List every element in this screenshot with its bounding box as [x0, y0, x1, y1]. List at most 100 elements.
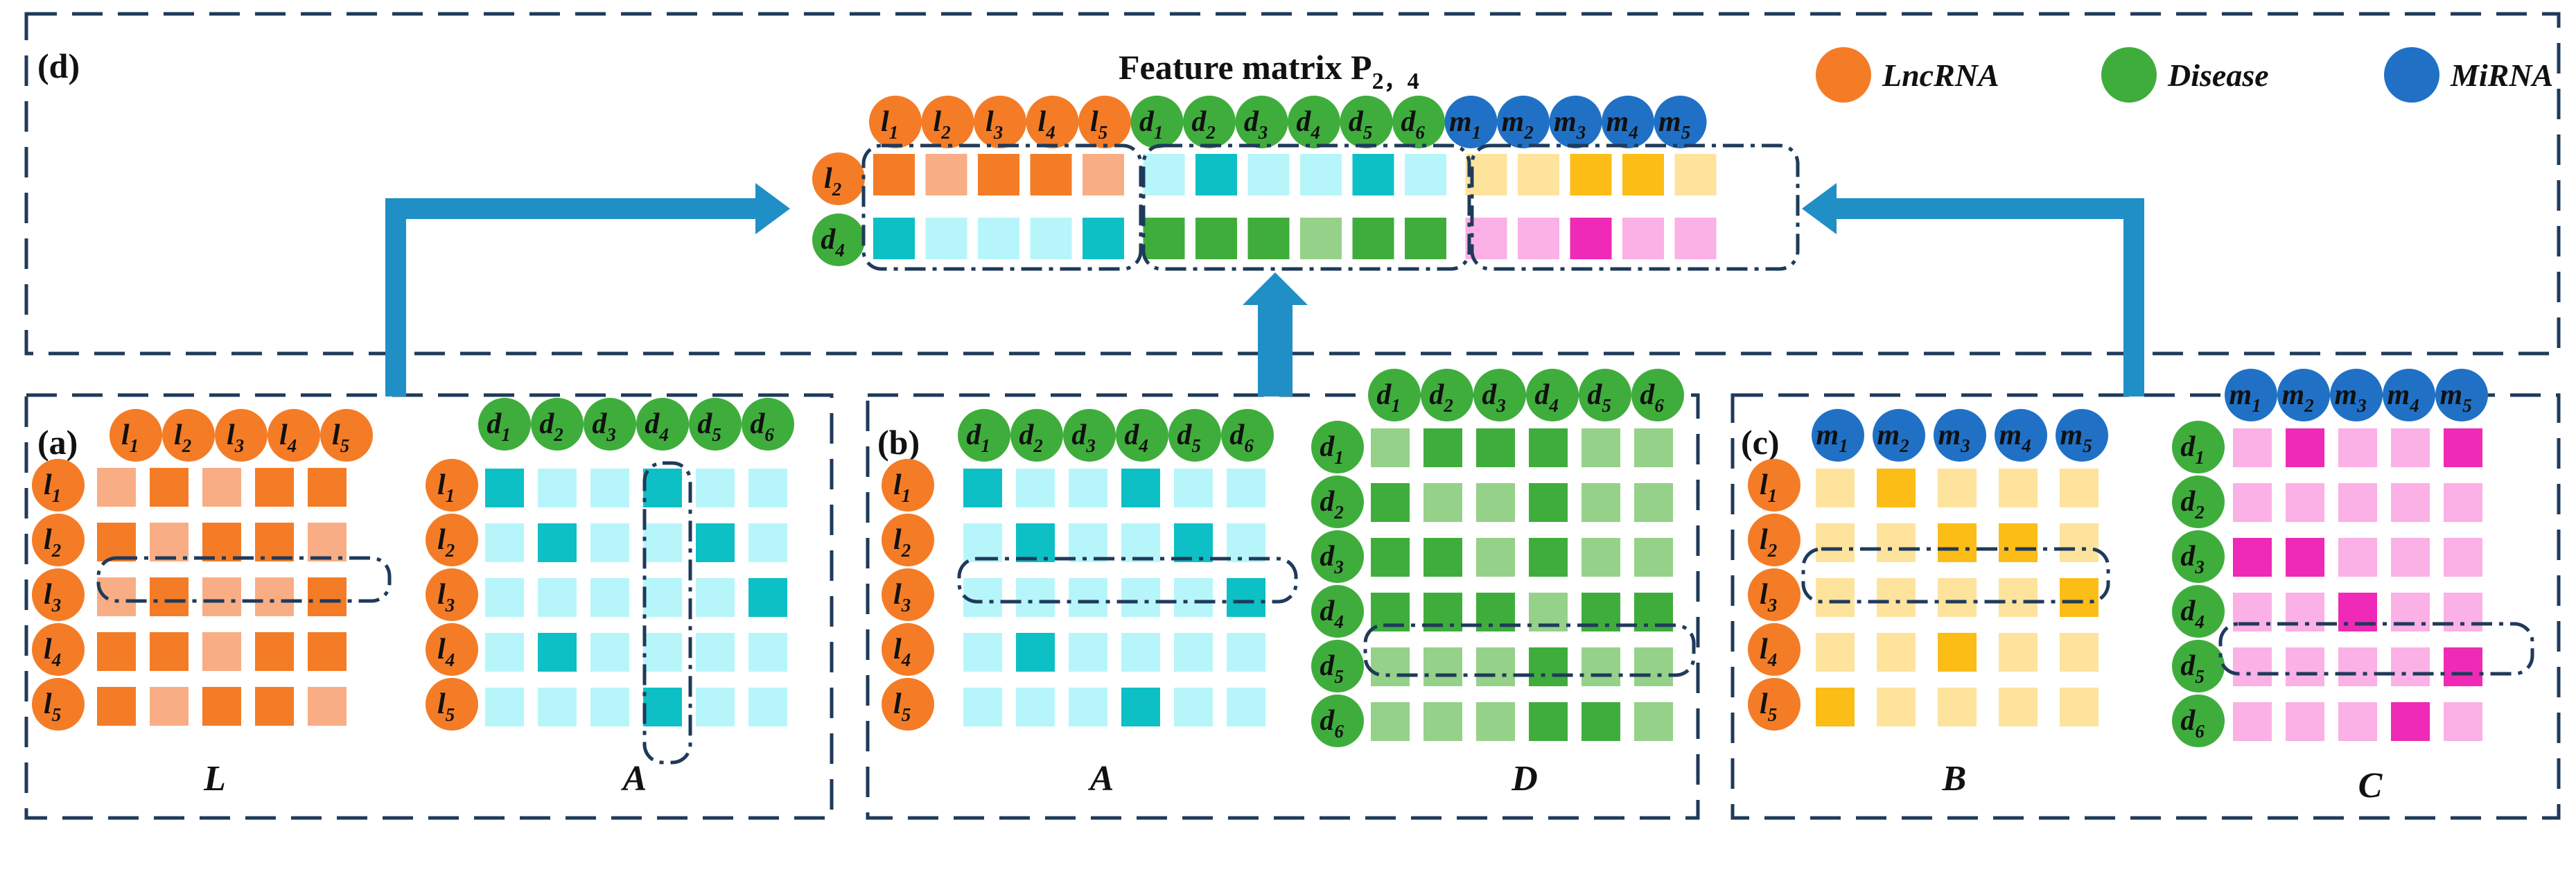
- node-subscript: 2: [51, 540, 62, 561]
- node-letter: d: [1124, 419, 1139, 451]
- matrix-B-cell: [1999, 578, 2038, 617]
- matrix-A-a-cell: [643, 633, 682, 672]
- panel-c-l-node-label: l3: [1760, 579, 1777, 616]
- node-subscript: 2: [1443, 395, 1453, 416]
- lnc-legend-dot: [1816, 47, 1871, 103]
- matrix-A-b-cell: [1016, 633, 1055, 672]
- node-letter: l: [893, 688, 902, 720]
- matrix-B-cell: [1816, 578, 1855, 617]
- node-subscript: 2: [2194, 502, 2205, 523]
- panel-c-m-node: [1995, 409, 2047, 462]
- feature-cell: [1030, 218, 1072, 259]
- node-letter: l: [174, 419, 182, 451]
- node-letter: d: [1320, 595, 1335, 627]
- panel-b-drow-node: [1311, 695, 1364, 747]
- matrix-D-cell: [1423, 538, 1462, 577]
- feature-col-node: [1497, 96, 1550, 148]
- highlight-D-row4: [1363, 623, 1696, 677]
- node-subscript: 4: [1045, 122, 1055, 143]
- node-subscript: 5: [1681, 122, 1691, 143]
- feature-col-node-label: d3: [1244, 106, 1268, 143]
- matrix-D-cell: [1581, 647, 1620, 686]
- matrix-A-a-cell: [643, 688, 682, 726]
- node-subscript: 5: [52, 704, 62, 725]
- panel-a-row-node: [32, 568, 85, 621]
- matrix-A-a-cell: [748, 523, 787, 562]
- matrix-A-a-cell: [485, 688, 524, 726]
- panel-a-d-node-label: d3: [592, 408, 616, 445]
- node-letter: m: [2335, 379, 2358, 411]
- matrix-L-cell: [150, 687, 189, 726]
- node-letter: l: [1760, 469, 1768, 501]
- node-letter: l: [121, 419, 130, 451]
- panel-b-drow-node-label: d5: [1320, 650, 1344, 687]
- node-subscript: 1: [1334, 447, 1344, 468]
- node-subscript: 6: [1244, 435, 1254, 456]
- matrix-C-cell: [2444, 647, 2482, 686]
- matrix-B-cell: [2060, 578, 2099, 617]
- node-letter: l: [44, 579, 52, 611]
- highlight-B-row2: [1801, 547, 2110, 604]
- node-letter: d: [1320, 541, 1335, 573]
- node-letter: d: [1482, 379, 1497, 411]
- matrix-L-cell: [202, 523, 241, 561]
- node-subscript: 2: [553, 424, 563, 445]
- matrix-A-b-cell: [1016, 688, 1055, 726]
- panel-c-drow-node: [2172, 585, 2225, 638]
- panel-b-dcol-node: [1473, 369, 1526, 421]
- matrix-C-cell: [2286, 428, 2324, 467]
- panel-b-d-node-label: d5: [1177, 419, 1201, 456]
- feature-row-node: [812, 152, 865, 205]
- matrix-B-cell: [1938, 578, 1977, 617]
- matrix-C-cell: [2391, 483, 2430, 522]
- node-letter: d: [2180, 541, 2196, 573]
- node-subscript: 3: [606, 424, 616, 445]
- matrix-A-b-cell: [1174, 469, 1213, 507]
- title-main: Feature matrix P: [1119, 48, 1372, 87]
- panel-a-l-node: [426, 514, 478, 566]
- matrix-A-b-cell: [963, 523, 1002, 562]
- node-letter: l: [44, 634, 52, 665]
- node-subscript: 5: [1363, 122, 1373, 143]
- matrix-D-cell: [1371, 483, 1410, 522]
- panel-a-d-node: [478, 398, 531, 451]
- matrix-C-cell: [2391, 702, 2430, 741]
- lnc-legend-text: LncRNA: [1882, 58, 1999, 93]
- panel-c-mcol-node: [2383, 369, 2435, 421]
- feature-cell: [1570, 218, 1612, 259]
- feature-col-node-label: l3: [985, 106, 1003, 143]
- panel-a-l-node-label: l3: [437, 579, 455, 616]
- feature-col-node-label: m4: [1606, 106, 1638, 143]
- node-letter: l: [437, 524, 446, 556]
- node-letter: m: [2229, 379, 2252, 411]
- panel-b-dcol-node-label: d3: [1482, 379, 1506, 416]
- matrix-D-cell: [1529, 647, 1568, 686]
- panel-a-d-node: [742, 398, 794, 451]
- node-letter: m: [2060, 419, 2083, 451]
- matrix-D-cell: [1529, 702, 1568, 741]
- matrix-C-cell: [2338, 647, 2377, 686]
- matrix-A-a-cell: [748, 633, 787, 672]
- matrix-A-b-cell: [1016, 523, 1055, 562]
- feature-cell: [1030, 154, 1072, 195]
- panel-b-l-node: [882, 514, 934, 566]
- matrix-A-b-cell: [1174, 688, 1213, 726]
- feature-col-node-label: m5: [1658, 106, 1690, 143]
- matrix-C-cell: [2338, 538, 2377, 577]
- panel-a-row-node-label: l4: [44, 634, 61, 670]
- matrix-B-cell: [2060, 633, 2099, 672]
- matrix-C-cell: [2233, 647, 2272, 686]
- panel-c-mcol-node: [2277, 369, 2330, 421]
- node-subscript: 4: [1548, 395, 1559, 416]
- node-subscript: 5: [1602, 395, 1611, 416]
- panel-b-drow-node: [1311, 421, 1364, 473]
- panel-c-l-node: [1748, 459, 1800, 512]
- node-subscript: 6: [1334, 721, 1344, 742]
- arrow-left: [385, 183, 790, 396]
- node-subscript: 1: [501, 424, 511, 445]
- feature-group-lnc: [861, 143, 1143, 271]
- matrix-L-cell: [150, 632, 189, 671]
- panel-b-d-node-label: d2: [1019, 419, 1043, 456]
- panel-c-m-node: [1934, 409, 1986, 462]
- matrix-C-cell: [2391, 593, 2430, 631]
